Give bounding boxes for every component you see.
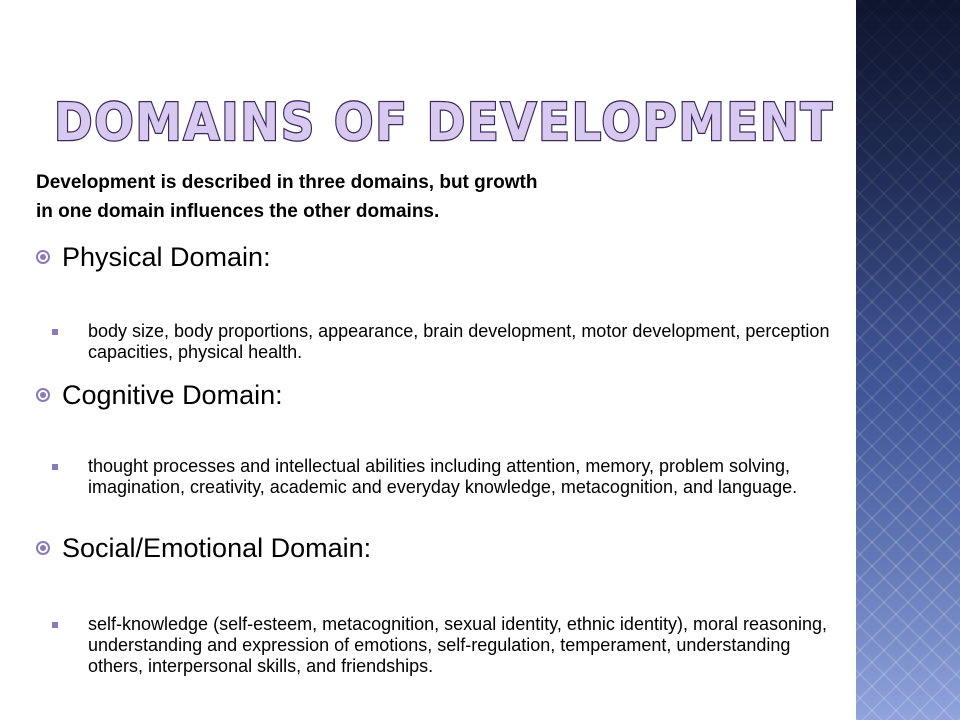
- social-emotional-domain-section: Social/Emotional Domain:: [36, 531, 846, 565]
- circle-bullet-icon: [36, 250, 50, 264]
- square-bullet-icon: [52, 329, 58, 335]
- physical-domain-heading: Physical Domain:: [62, 242, 271, 272]
- slide-title: DOMAINS OF DEVELOPMENT: [53, 88, 844, 158]
- circle-bullet-icon: [36, 388, 50, 402]
- social-emotional-domain-detail-text: self-knowledge (self-esteem, metacogniti…: [88, 614, 828, 676]
- intro-paragraph: Development is described in three domain…: [36, 168, 816, 226]
- physical-domain-section: Physical Domain:: [36, 240, 846, 274]
- cognitive-domain-heading: Cognitive Domain:: [62, 380, 283, 410]
- social-emotional-domain-heading: Social/Emotional Domain:: [62, 533, 372, 563]
- circle-bullet-icon: [36, 541, 50, 555]
- cognitive-domain-section: Cognitive Domain:: [36, 378, 846, 412]
- cognitive-domain-detail: thought processes and intellectual abili…: [52, 456, 840, 498]
- social-emotional-domain-detail: self-knowledge (self-esteem, metacogniti…: [52, 614, 840, 677]
- intro-line-2: in one domain influences the other domai…: [36, 201, 440, 222]
- square-bullet-icon: [52, 622, 58, 628]
- physical-domain-detail-text: body size, body proportions, appearance,…: [88, 321, 830, 362]
- cognitive-domain-detail-text: thought processes and intellectual abili…: [88, 456, 798, 497]
- physical-domain-detail: body size, body proportions, appearance,…: [52, 321, 840, 363]
- decorative-side-band: [856, 0, 960, 720]
- slide-title-text: DOMAINS OF DEVELOPMENT: [54, 93, 834, 153]
- square-bullet-icon: [52, 464, 58, 470]
- intro-line-1: Development is described in three domain…: [36, 172, 538, 193]
